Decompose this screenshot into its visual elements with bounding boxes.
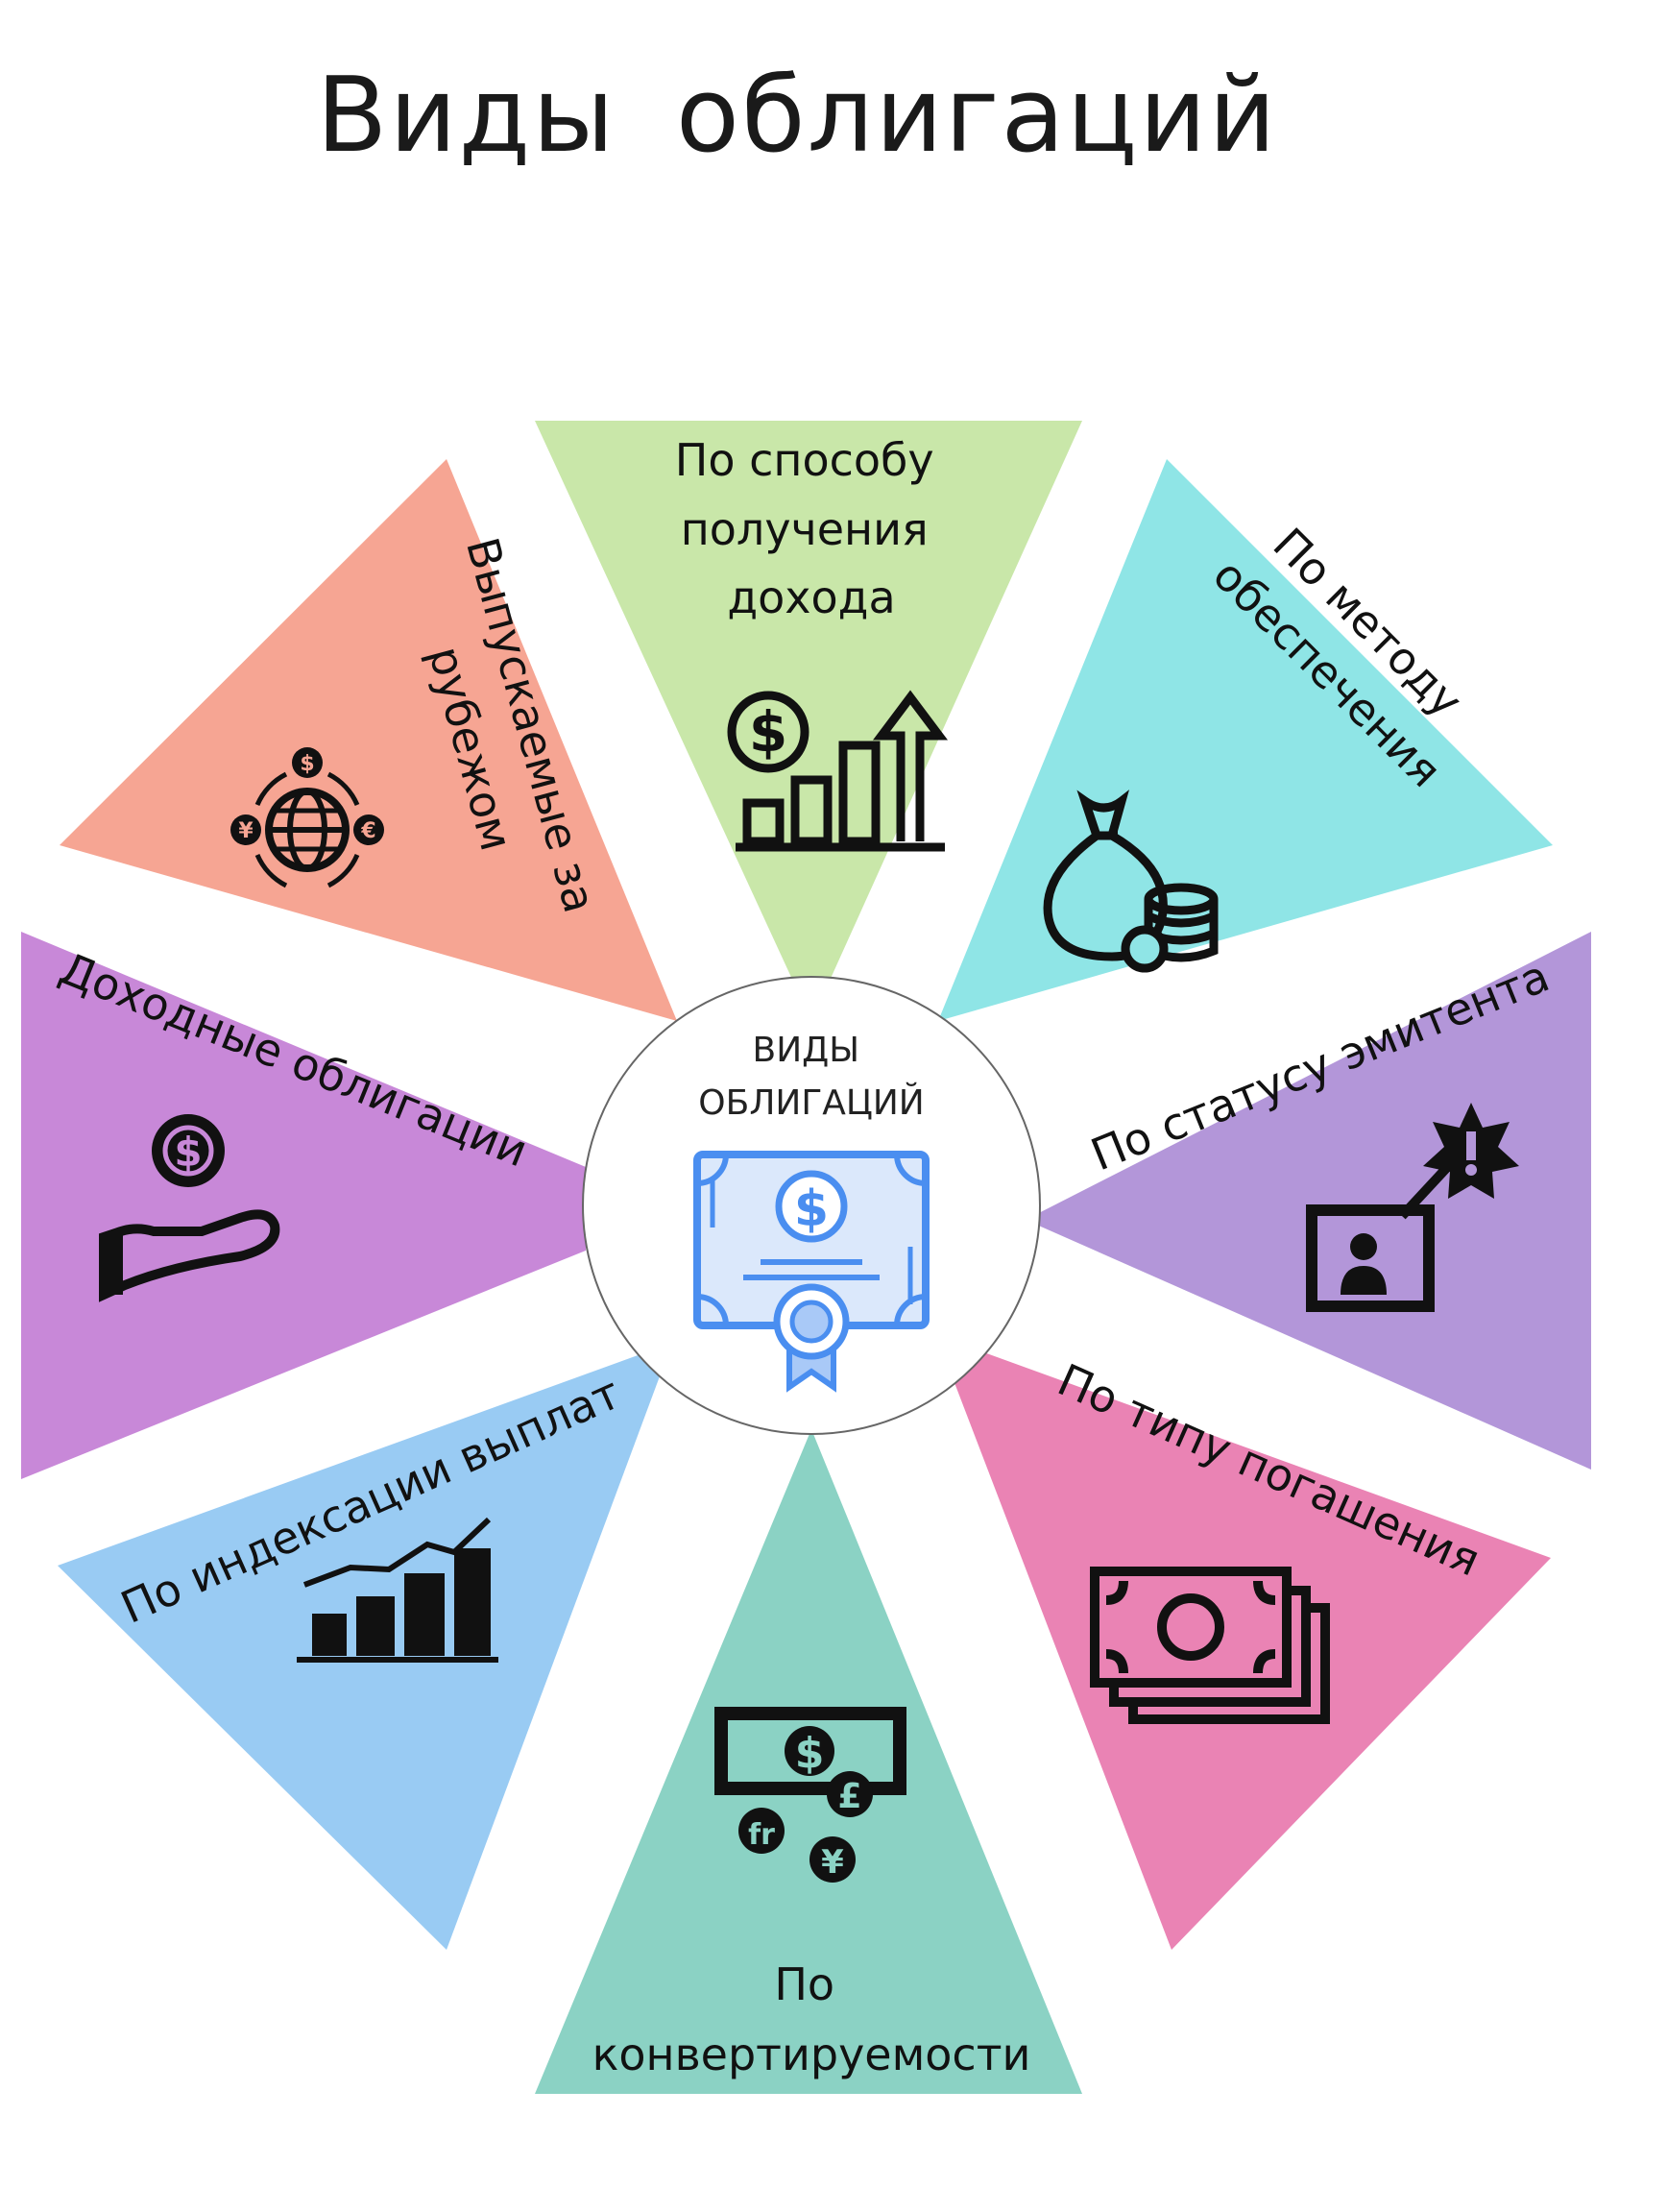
currency-exchange-icon: $ £ fr ¥ xyxy=(714,1707,906,1883)
center-label-line-2: ОБЛИГАЦИЙ xyxy=(698,1082,924,1123)
page-title: Виды облигаций xyxy=(316,56,1278,176)
segment-income-method: По способу получения дохода $ xyxy=(535,421,1082,1021)
banknotes-stack-icon xyxy=(1090,1567,1330,1724)
money-bag-coins-icon xyxy=(1043,790,1219,973)
segment-convertibility-label: По конвертируемости xyxy=(592,1958,1031,2080)
center-label-line-1: ВИДЫ xyxy=(753,1031,860,1070)
segment-payment-indexation: По индексации выплат xyxy=(58,1343,672,1950)
segment-income-method-line-2: получения xyxy=(681,503,929,555)
center-hub: ВИДЫ ОБЛИГАЦИЙ $ xyxy=(582,976,1041,1435)
svg-text:$: $ xyxy=(300,752,314,776)
segment-income-method-shape xyxy=(535,421,1082,1021)
svg-text:¥: ¥ xyxy=(238,819,254,843)
segment-security-method: По методу обеспечения xyxy=(938,459,1553,1021)
bar-chart-trend-icon xyxy=(297,1517,498,1663)
segment-security-method-shape xyxy=(938,459,1553,1021)
segment-issued-abroad-shape xyxy=(60,459,677,1021)
segment-income-bonds: Доходные облигации $ xyxy=(21,932,586,1479)
segment-convertibility: По конвертируемости $ £ fr ¥ xyxy=(535,1429,1082,2094)
segment-repayment-type: По типу погашения xyxy=(936,1335,1551,1950)
segment-income-method-line-1: По способу xyxy=(675,434,934,486)
money-growth-chart-icon: $ xyxy=(727,690,948,852)
svg-text:$: $ xyxy=(794,1180,829,1238)
segment-issued-abroad: Выпускаемые за рубежом $ ¥ € xyxy=(60,459,677,1021)
svg-text:¥: ¥ xyxy=(821,1843,844,1882)
segment-income-bonds-shape xyxy=(21,932,586,1479)
svg-text:£: £ xyxy=(837,1777,861,1816)
hand-dollar-icon: $ xyxy=(99,1114,280,1302)
segment-income-method-label: По способу получения дохода xyxy=(675,434,949,623)
svg-text:$: $ xyxy=(795,1729,825,1778)
segment-income-method-line-3: дохода xyxy=(727,571,895,623)
user-alert-icon xyxy=(1306,1103,1519,1312)
svg-text:€: € xyxy=(360,819,375,843)
svg-text:$: $ xyxy=(174,1129,202,1176)
segment-convertibility-line-2: конвертируемости xyxy=(592,2029,1031,2080)
center-label: ВИДЫ ОБЛИГАЦИЙ xyxy=(698,1031,924,1123)
segment-issuer-status-shape xyxy=(1026,932,1591,1470)
segment-convertibility-line-1: По xyxy=(774,1958,834,2010)
bond-certificate-icon: $ xyxy=(693,1151,930,1393)
globe-currency-icon: $ ¥ € xyxy=(230,747,384,888)
svg-text:$: $ xyxy=(749,699,787,765)
svg-text:fr: fr xyxy=(748,1818,775,1852)
